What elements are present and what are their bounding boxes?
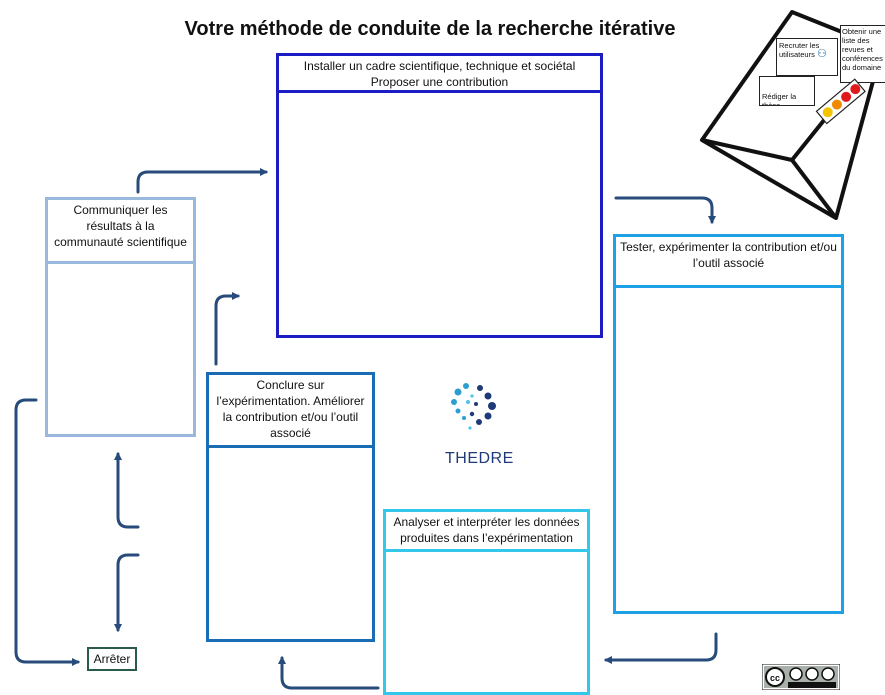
stage-conclude-header: Conclure sur l’expérimentation. Améliore… xyxy=(209,375,372,448)
stage-install-line2: Proposer une contribution xyxy=(370,75,509,89)
traffic-light-icon xyxy=(815,78,866,125)
users-icon: ⚇ xyxy=(816,48,827,60)
arrow-to-stop xyxy=(114,553,140,632)
stage-test: Tester, expérimenter la contribution et/… xyxy=(613,234,844,614)
stage-analyse-header: Analyser et interpréter les données prod… xyxy=(386,512,587,552)
arrow-communicate-to-install xyxy=(136,168,268,194)
stage-test-header: Tester, expérimenter la contribution et/… xyxy=(616,237,841,288)
stage-install-header: Installer un cadre scientifique, techniq… xyxy=(279,56,600,93)
stage-analyse: Analyser et interpréter les données prod… xyxy=(383,509,590,695)
arrow-install-to-test xyxy=(614,196,716,224)
cc-license-icon: cc xyxy=(762,664,840,690)
note-thesis: Rédiger la thèse xyxy=(759,76,815,106)
logo-text: THEDRE xyxy=(445,450,514,467)
stage-communicate: Communiquer les résultats à la communaut… xyxy=(45,197,196,437)
stage-communicate-header: Communiquer les résultats à la communaut… xyxy=(48,200,193,264)
stage-install: Installer un cadre scientifique, techniq… xyxy=(276,53,603,338)
stage-install-line1: Installer un cadre scientifique, techniq… xyxy=(303,59,576,73)
arrow-to-communicate xyxy=(114,452,140,529)
arrow-communicate-to-stop xyxy=(14,398,80,666)
svg-text:cc: cc xyxy=(770,673,780,683)
page-title: Votre méthode de conduite de la recherch… xyxy=(184,18,676,40)
note-journals: Obtenir une liste des revues et conféren… xyxy=(840,25,885,83)
arrow-analyse-to-conclude xyxy=(278,656,380,690)
arrow-conclude-to-install xyxy=(214,292,240,366)
thedre-logo-icon xyxy=(451,383,496,430)
stop-box: Arrêter xyxy=(87,647,137,671)
note-recruit-text: Recruter les utilisateurs xyxy=(779,41,820,59)
arrow-test-to-analyse xyxy=(604,632,718,664)
stage-conclude: Conclure sur l’expérimentation. Améliore… xyxy=(206,372,375,642)
note-recruit: Recruter les utilisateurs ⚇ xyxy=(776,38,838,76)
